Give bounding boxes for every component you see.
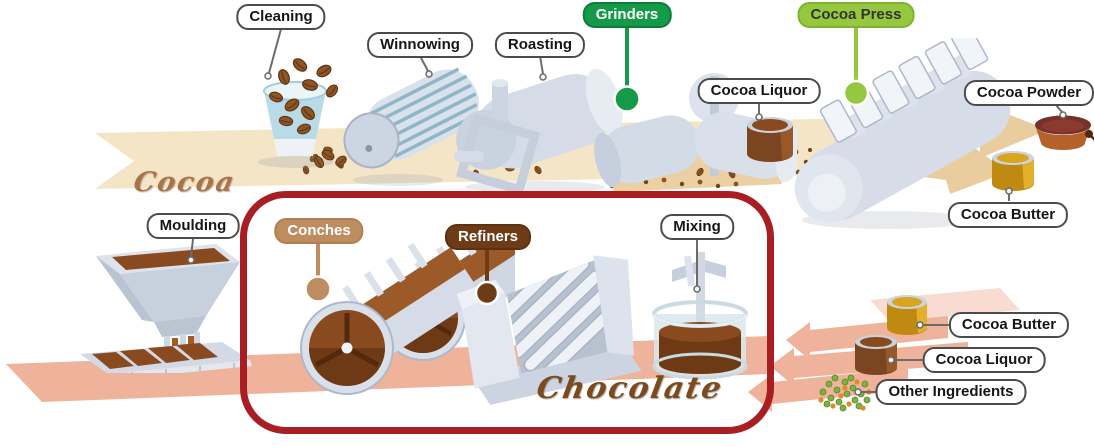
label-cocoa-press: Cocoa Press xyxy=(797,2,915,28)
label-cocoa-liquor: Cocoa Liquor xyxy=(697,78,821,104)
other-ingredient-arrow xyxy=(748,368,908,412)
conches-machine xyxy=(300,240,515,395)
label-cocoa-powder: Cocoa Powder xyxy=(963,80,1094,106)
label-cocoa-butter-bottom: Cocoa Butter xyxy=(948,312,1070,338)
label-cleaning: Cleaning xyxy=(236,4,326,30)
refiners-machine xyxy=(456,255,642,405)
cocoa-flow-title: Cocoa xyxy=(131,167,239,198)
cocoa-butter-bucket-top xyxy=(992,151,1034,191)
label-winnowing: Winnowing xyxy=(367,32,473,58)
label-conches: Conches xyxy=(274,218,364,244)
other-ingredients-granules xyxy=(818,374,872,412)
cocoa-powder-bowl xyxy=(1035,115,1094,150)
highlight-frame xyxy=(240,191,774,434)
label-grinders: Grinders xyxy=(582,2,672,28)
moulding-machine xyxy=(80,244,252,373)
label-cocoa-butter-top: Cocoa Butter xyxy=(947,202,1069,228)
roasting-machine xyxy=(454,68,623,195)
label-mixing: Mixing xyxy=(660,214,734,240)
cocoa-press-machine xyxy=(794,38,1011,229)
label-cocoa-liquor-bottom: Cocoa Liquor xyxy=(922,347,1046,373)
label-refiners: Refiners xyxy=(444,224,532,250)
cleaning-machine xyxy=(258,55,349,170)
label-other-ingredients: Other Ingredients xyxy=(875,379,1027,405)
label-roasting: Roasting xyxy=(494,32,586,58)
winnowing-machine xyxy=(343,67,479,186)
label-moulding: Moulding xyxy=(146,213,240,239)
cocoa-liquor-bucket-top xyxy=(747,117,793,162)
mixing-machine xyxy=(652,252,748,380)
